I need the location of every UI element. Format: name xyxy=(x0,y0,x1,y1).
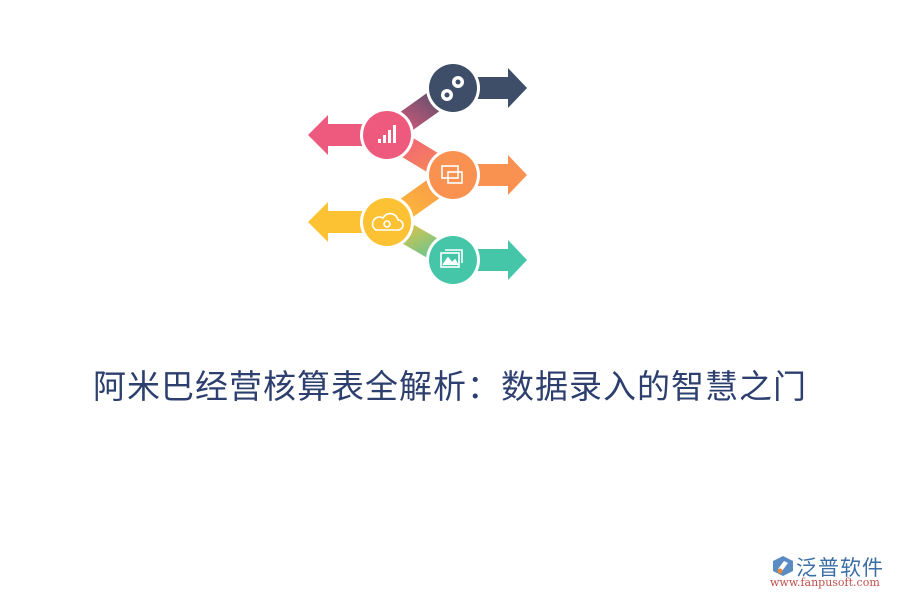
step-3-arrow xyxy=(426,148,527,202)
step-2-arrow xyxy=(308,108,414,162)
arrow-steps-infographic xyxy=(308,61,527,287)
logo-mark-icon xyxy=(773,556,793,576)
signal-bars-icon xyxy=(378,125,396,143)
page-title: 阿米巴经营核算表全解析：数据录入的智慧之门 xyxy=(93,367,807,406)
step-5-arrow xyxy=(426,233,527,287)
step-1-arrow xyxy=(426,61,527,115)
step-4-arrow xyxy=(308,195,414,249)
logo-url: www.fanpusoft.com xyxy=(770,576,880,589)
gears-icon xyxy=(441,76,464,101)
screen-cast-icon xyxy=(441,165,463,184)
cloud-sync-icon xyxy=(371,212,404,231)
brand-logo: 泛普软件 www.fanpusoft.com xyxy=(770,552,895,592)
gallery-icon xyxy=(440,249,463,268)
logo-name: 泛普软件 xyxy=(796,556,884,580)
